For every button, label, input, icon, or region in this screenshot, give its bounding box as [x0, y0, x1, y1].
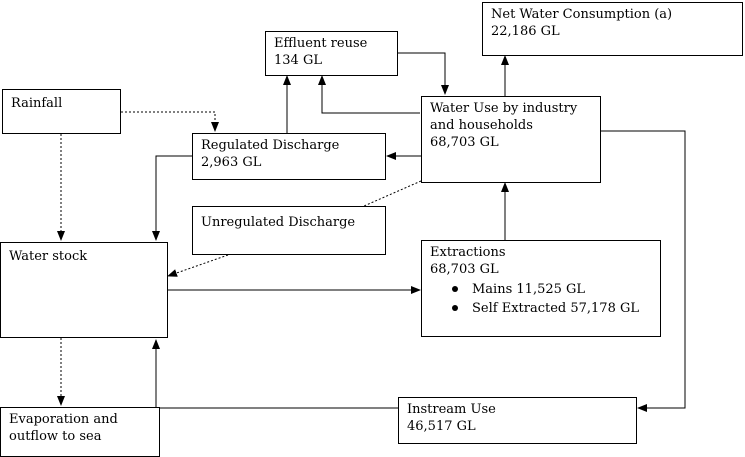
- effluent-reuse-value: 134 GL: [274, 53, 322, 68]
- rainfall-box: Rainfall: [2, 89, 121, 134]
- extractions-item-label: Mains 11,525 GL: [472, 282, 586, 297]
- extractions-box: Extractions 68,703 GL Mains 11,525 GL Se…: [421, 240, 661, 337]
- net-water-consumption-value: 22,186 GL: [491, 24, 560, 39]
- water-use-title: Water Use by industry and households: [430, 101, 578, 133]
- regulated-discharge-box: Regulated Discharge 2,963 GL: [192, 133, 386, 180]
- net-water-consumption-box: Net Water Consumption (a) 22,186 GL: [482, 2, 743, 56]
- arrow-water-use-to-effluent: [318, 75, 420, 114]
- evaporation-title: Evaporation and outflow to sea: [9, 412, 118, 444]
- extractions-item-label: Self Extracted 57,178 GL: [472, 301, 640, 316]
- extractions-title: Extractions: [430, 245, 506, 260]
- net-water-consumption-title: Net Water Consumption (a): [491, 7, 673, 22]
- effluent-reuse-box: Effluent reuse 134 GL: [265, 31, 398, 76]
- water-use-box: Water Use by industry and households 68,…: [421, 96, 601, 183]
- rainfall-title: Rainfall: [11, 96, 63, 111]
- bullet-icon: [452, 305, 458, 311]
- extractions-item-mains: Mains 11,525 GL: [452, 280, 652, 299]
- regulated-discharge-value: 2,963 GL: [201, 155, 262, 170]
- extractions-item-self-extracted: Self Extracted 57,178 GL: [452, 299, 652, 318]
- unregulated-discharge-title: Unregulated Discharge: [201, 215, 356, 230]
- extractions-value: 68,703 GL: [430, 262, 499, 277]
- arrow-instream-to-water-stock: [152, 339, 398, 409]
- effluent-reuse-title: Effluent reuse: [274, 36, 368, 51]
- water-stock-title: Water stock: [9, 249, 88, 264]
- arrow-rainfall-to-regulated-discharge: [121, 111, 219, 132]
- water-stock-box: Water stock: [0, 242, 168, 338]
- instream-use-box: Instream Use 46,517 GL: [398, 397, 637, 444]
- arrow-unregulated-to-water-stock: [167, 254, 229, 277]
- bullet-icon: [452, 286, 458, 292]
- evaporation-box: Evaporation and outflow to sea: [0, 407, 160, 457]
- arrow-regulated-to-water-stock: [152, 155, 192, 241]
- arrow-water-use-to-unregulated: [363, 180, 422, 207]
- arrow-effluent-to-water-use: [398, 52, 449, 95]
- extractions-breakdown-list: Mains 11,525 GL Self Extracted 57,178 GL: [430, 280, 652, 318]
- unregulated-discharge-box: Unregulated Discharge: [192, 206, 386, 255]
- regulated-discharge-title: Regulated Discharge: [201, 138, 340, 153]
- instream-use-title: Instream Use: [407, 402, 496, 417]
- water-use-value: 68,703 GL: [430, 135, 499, 150]
- instream-use-value: 46,517 GL: [407, 419, 476, 434]
